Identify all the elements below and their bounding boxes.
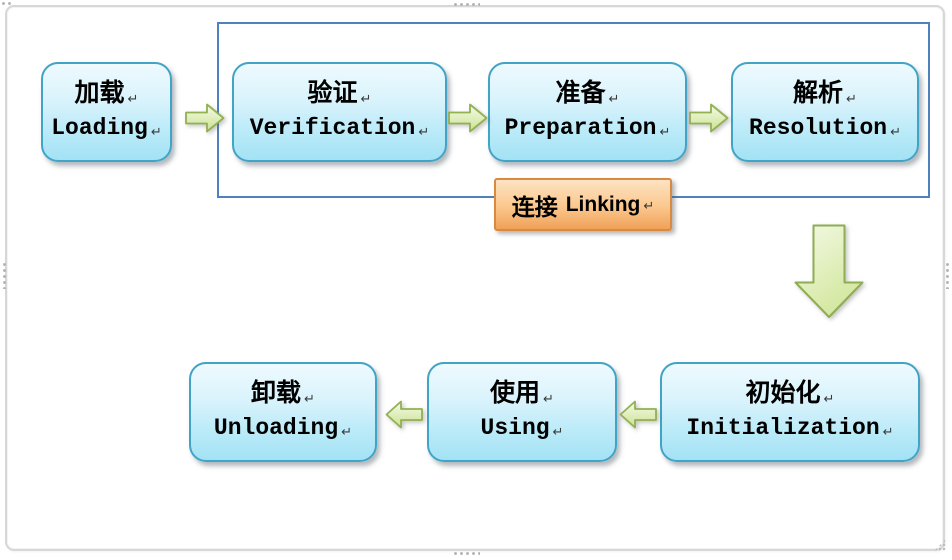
return-mark: ↵	[304, 392, 315, 407]
return-mark: ↵	[418, 125, 430, 140]
flow-box-initialization[interactable]: 初始化↵ Initialization↵	[660, 362, 920, 462]
box-label-zh: 准备↵	[556, 78, 620, 113]
box-en-text: Preparation	[504, 115, 657, 141]
arrow-right-icon[interactable]	[185, 103, 225, 133]
return-mark: ↵	[823, 392, 835, 407]
return-mark: ↵	[341, 425, 353, 440]
box-zh-text: 准备	[555, 80, 606, 107]
return-mark: ↵	[552, 425, 564, 440]
box-label-en: Preparation↵	[505, 113, 671, 146]
box-label-en: Verification↵	[250, 113, 430, 146]
arrow-right-icon[interactable]	[448, 103, 488, 133]
box-label-en: Loading↵	[51, 113, 162, 146]
arrow-left-icon[interactable]	[385, 400, 423, 429]
box-label-en: Resolution↵	[749, 113, 901, 146]
box-en-text: Unloading	[213, 415, 339, 441]
arrow-right-icon[interactable]	[689, 103, 729, 133]
box-label-zh: 验证↵	[308, 78, 372, 113]
return-mark: ↵	[882, 425, 894, 440]
box-label-zh: 加载↵	[75, 78, 139, 113]
return-mark: ↵	[608, 92, 620, 107]
box-label-zh: 卸载↵	[251, 378, 315, 413]
arrow-left-icon[interactable]	[619, 400, 657, 429]
box-label-zh: 使用↵	[490, 378, 554, 413]
resize-handle-bottom[interactable]	[453, 551, 480, 556]
return-mark: ↵	[659, 125, 671, 140]
linking-label[interactable]: 连接 Linking ↵	[494, 178, 672, 231]
resize-handle-top[interactable]	[453, 2, 480, 7]
resize-handle-left[interactable]	[2, 262, 7, 289]
return-mark: ↵	[846, 92, 857, 107]
flow-box-loading[interactable]: 加载↵ Loading↵	[41, 62, 172, 162]
box-zh-text: 加载	[74, 80, 125, 107]
box-en-text: Resolution	[749, 115, 888, 141]
linking-label-en: Linking	[565, 192, 641, 216]
return-mark: ↵	[360, 92, 372, 107]
flow-box-using[interactable]: 使用↵ Using↵	[427, 362, 617, 462]
flow-box-preparation[interactable]: 准备↵ Preparation↵	[488, 62, 687, 162]
return-mark: ↵	[643, 199, 655, 214]
flow-box-verification[interactable]: 验证↵ Verification↵	[232, 62, 447, 162]
box-label-en: Unloading↵	[214, 413, 352, 446]
box-en-text: Using	[480, 415, 550, 441]
box-label-zh: 初始化↵	[746, 378, 835, 413]
box-zh-text: 卸载	[251, 380, 302, 407]
flow-box-resolution[interactable]: 解析↵ Resolution↵	[731, 62, 919, 162]
return-mark: ↵	[150, 125, 162, 140]
box-en-text: Loading	[51, 115, 148, 141]
box-en-text: Verification	[249, 115, 416, 141]
return-mark: ↵	[890, 125, 901, 140]
return-mark: ↵	[543, 392, 554, 407]
box-en-text: Initialization	[686, 415, 880, 441]
flow-box-unloading[interactable]: 卸载↵ Unloading↵	[189, 362, 377, 462]
resize-handle-right[interactable]	[945, 262, 950, 289]
box-zh-text: 初始化	[745, 380, 821, 407]
box-zh-text: 解析	[793, 80, 844, 107]
box-zh-text: 验证	[307, 80, 358, 107]
box-label-zh: 解析↵	[793, 78, 857, 113]
box-label-en: Using↵	[481, 413, 564, 446]
arrow-down-icon[interactable]	[794, 224, 864, 319]
box-label-en: Initialization↵	[686, 413, 893, 446]
box-zh-text: 使用	[490, 380, 541, 407]
linking-label-zh: 连接	[511, 194, 558, 220]
canvas-corner-handle[interactable]	[1, 1, 13, 6]
return-mark: ↵	[127, 92, 139, 107]
